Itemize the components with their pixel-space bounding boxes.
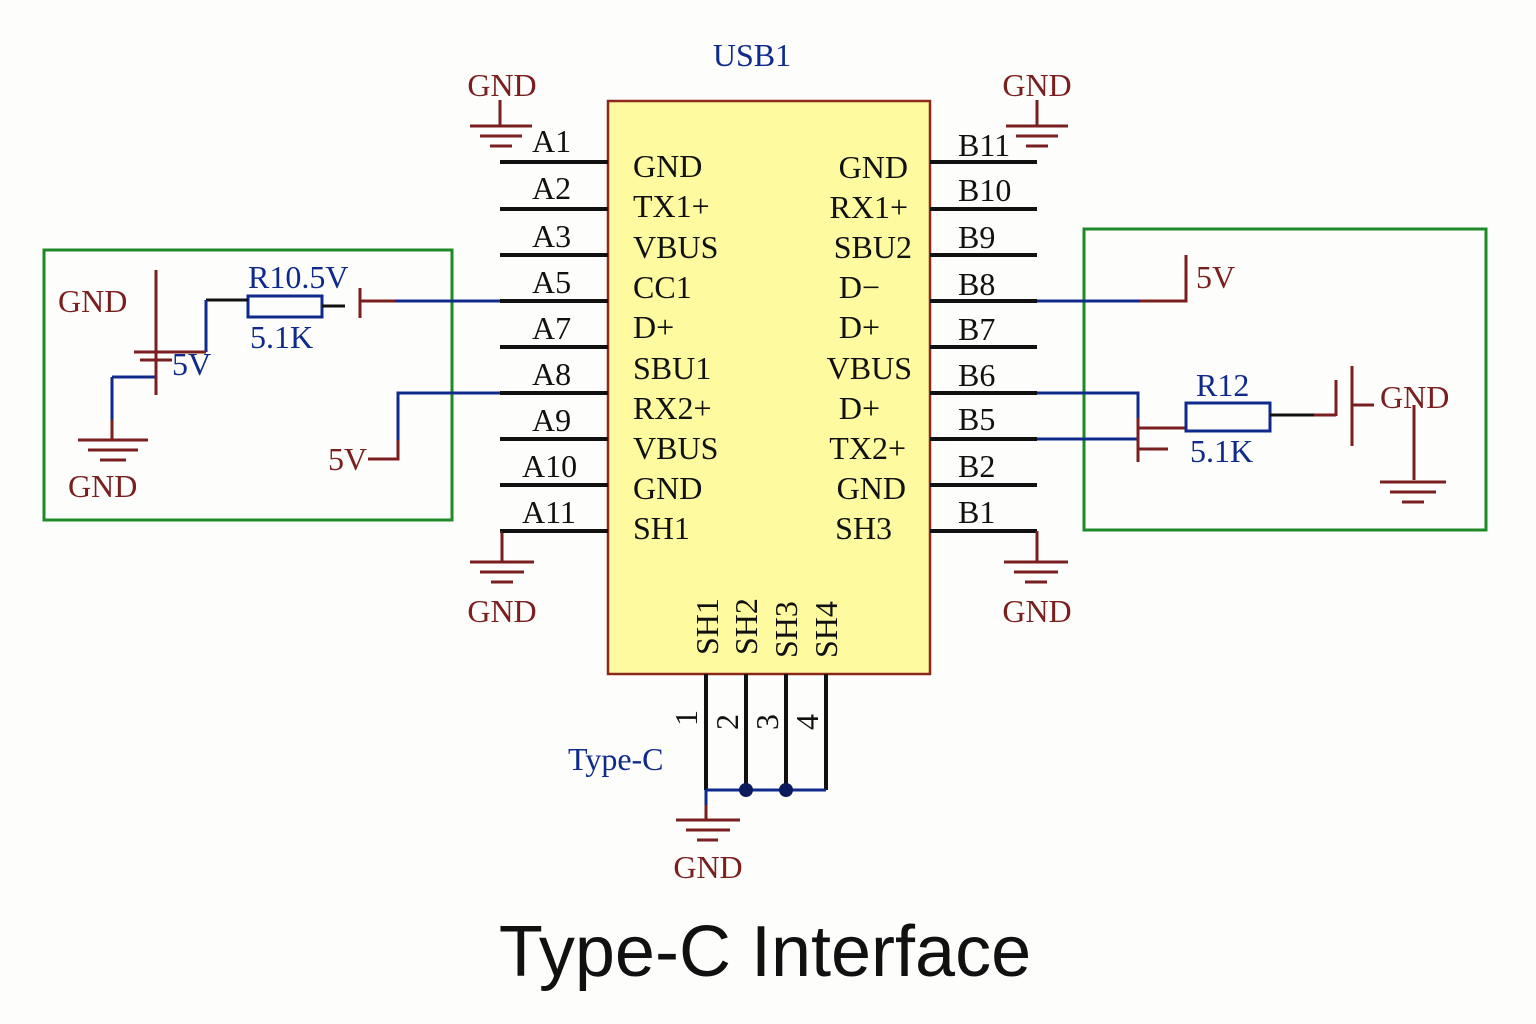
gnd-symbol-top-left [470, 100, 532, 148]
pin-num-a11: A11 [522, 494, 576, 530]
resistor-r12 [1184, 401, 1272, 433]
pin-name-rx1p: RX1+ [830, 189, 909, 225]
pin-num-a7: A7 [532, 310, 571, 346]
shield-pins [704, 674, 828, 790]
junction-dot [739, 783, 753, 797]
pin-num-b1: B1 [958, 494, 995, 530]
pin-name-sh1-bottom: SH1 [689, 598, 725, 655]
pin-num-a5: A5 [532, 264, 571, 300]
left-5v-port [368, 440, 400, 461]
pin-num-b9: B9 [958, 219, 995, 255]
shield-bus-wire [704, 788, 826, 820]
pin-name-dp-b5: D+ [839, 390, 880, 426]
pin-num-b8: B8 [958, 266, 995, 302]
pin-num-b10: B10 [958, 172, 1011, 208]
gnd-label-bottom-right: GND [1002, 593, 1071, 629]
resistor-r12-ref: R12 [1196, 367, 1249, 403]
b6-b5-net-wires [1037, 391, 1140, 441]
left-vcc-label: 5V [172, 346, 211, 382]
pin-name-dp-b7: D+ [839, 309, 880, 345]
left-gnd-bottom-label: GND [68, 468, 137, 504]
pin-num-a9: A9 [532, 402, 571, 438]
diagram-title: Type-C Interface [499, 912, 1031, 992]
pin-name-sh3: SH3 [835, 510, 892, 546]
left-power-port-5v [134, 270, 206, 395]
pin-name-vbus-a3: VBUS [633, 229, 718, 265]
pin-name-rx2p: RX2+ [633, 390, 712, 426]
pin-num-a2: A2 [532, 170, 571, 206]
resistor-r10 [246, 294, 324, 319]
pin-name-dm: D− [839, 269, 880, 305]
pin-name-gnd-a11: GND [633, 470, 702, 506]
rx2-net-wire [396, 391, 500, 440]
pin-name-cc1: CC1 [633, 269, 692, 305]
right-cc-box [1082, 227, 1488, 532]
pin-num-a3: A3 [532, 218, 571, 254]
pin-name-sbu2: SBU2 [834, 229, 912, 265]
gnd-symbol-left-block [78, 420, 148, 462]
gnd-symbol-shield [676, 805, 740, 842]
pin-name-sh4-bottom: SH4 [808, 601, 844, 658]
pin-num-b6: B6 [958, 357, 995, 393]
pin-num-a8: A8 [532, 356, 571, 392]
left-vcc-label-2: 5V [328, 441, 367, 477]
left-cc-box [42, 248, 454, 522]
pin-name-sh2-bottom: SH2 [728, 598, 764, 655]
component-ref: USB1 [713, 37, 791, 73]
pin-name-gnd-b1: GND [837, 470, 906, 506]
pin-name-sh1: SH1 [633, 510, 690, 546]
pin-name-gnd-a1: GND [633, 148, 702, 184]
resistor-r10-value: 5.1K [250, 319, 313, 355]
pin-name-tx2p: TX2+ [829, 430, 906, 466]
pin-name-sbu1: SBU1 [633, 350, 711, 386]
resistor-r12-value: 5.1K [1190, 433, 1253, 469]
pin-name-gnd-b11: GND [839, 149, 908, 185]
right-5v-port [1140, 255, 1188, 303]
gnd-label-shield: GND [673, 849, 742, 885]
right-gnd-port [1314, 366, 1374, 446]
pin-name-vbus-b6: VBUS [827, 350, 912, 386]
pin-num-2: 2 [709, 714, 745, 730]
pin-num-b5: B5 [958, 401, 995, 437]
pin-num-b7: B7 [958, 311, 995, 347]
cc1-net-wire [358, 288, 500, 318]
left-pins [500, 160, 608, 533]
left-gnd-top-label: GND [58, 283, 127, 319]
component-value: Type-C [568, 741, 664, 777]
pin-num-b11: B11 [958, 127, 1010, 163]
gnd-symbol-bottom-right [1004, 531, 1068, 584]
pin-num-1: 1 [668, 710, 704, 726]
gnd-label-top-right: GND [1002, 67, 1071, 103]
right-cc-port [1136, 418, 1186, 462]
pin-name-tx1p: TX1+ [633, 188, 710, 224]
resistor-r10-ref: R10.5V [248, 259, 348, 295]
gnd-label-bottom-left: GND [467, 593, 536, 629]
gnd-symbol-top-right [1006, 100, 1068, 148]
right-pins [930, 160, 1037, 533]
pin-name-vbus-a10: VBUS [633, 430, 718, 466]
pin-name-sh3-bottom: SH3 [768, 601, 804, 658]
pin-num-a1: A1 [532, 123, 571, 159]
pin-name-dp-a7: D+ [633, 309, 674, 345]
right-vcc-label: 5V [1196, 259, 1235, 295]
junction-dot [779, 783, 793, 797]
gnd-symbol-bottom-left [470, 531, 534, 584]
pin-num-4: 4 [789, 714, 825, 730]
gnd-label-top-left: GND [467, 67, 536, 103]
gnd-symbol-right-block [1380, 405, 1446, 504]
usb-connector-body [606, 99, 932, 676]
pin-num-a10: A10 [522, 448, 577, 484]
pin-num-b2: B2 [958, 448, 995, 484]
pin-num-3: 3 [749, 714, 785, 730]
